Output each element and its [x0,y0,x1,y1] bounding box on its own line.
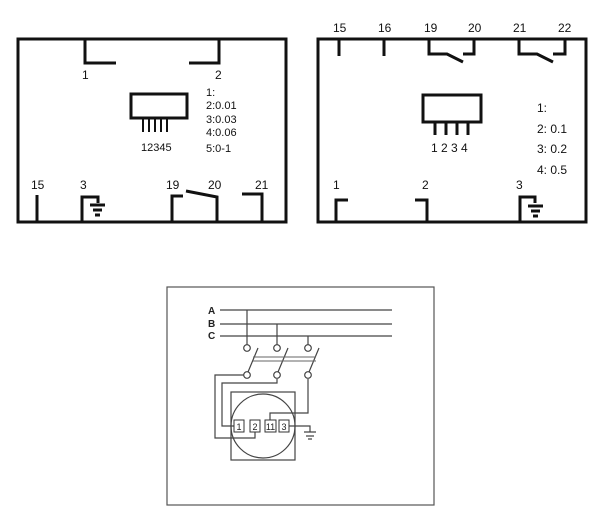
relay-19-contact [170,194,183,222]
terminal-label: 3 [516,178,523,192]
pin-label: 1 2 3 4 [431,141,468,155]
terminal-label: 2 [422,178,429,192]
legend-item: 5:0-1 [206,143,231,155]
terminal-number: 3 [281,422,286,432]
legend-item: 4:0.06 [206,127,237,139]
wire [214,374,256,439]
terminal-label: 20 [468,21,482,35]
relay-switch-icon [185,189,219,222]
phase-drops [246,310,309,345]
terminal-label: 21 [513,21,527,35]
terminal-label: 16 [378,21,392,35]
legend-item: 3: 0.2 [537,142,567,156]
component-pins [433,122,470,135]
wiring-diagram: A B C 1 2 11 [166,286,435,506]
terminal-21-contact [242,192,264,222]
phase-label: C [208,331,215,342]
legend-item: 2:0.01 [206,100,237,112]
ground-icon [90,203,105,217]
left-panel-frame [16,37,288,224]
range-switch-component [421,93,483,124]
meter-terminal: 2 [249,419,261,433]
terminal-number: 11 [266,422,275,432]
relay-switch-icon [427,39,476,64]
terminal-label: 15 [333,21,347,35]
legend-item: 4: 0.5 [537,163,567,177]
terminal-label: 1 [82,68,89,82]
wiring-frame [166,286,435,506]
relay-switch-icon [517,39,567,64]
terminal-label: 22 [558,21,572,35]
pin-label: 12345 [141,142,172,154]
component-pins [142,118,168,132]
legend-item: 1: [537,101,547,115]
terminal-label: 20 [208,178,222,192]
wire [221,379,278,427]
terminal-label: 15 [31,178,45,192]
terminal-label: 21 [255,178,269,192]
terminal-label: 3 [80,178,87,192]
wire [269,379,309,420]
terminal-label: 1 [333,178,340,192]
phase-label: B [208,319,215,330]
terminal-contacts [337,39,386,56]
terminal-1-contact [83,39,116,65]
terminal-1-contact [334,198,348,222]
terminal-label: 19 [166,178,180,192]
ground-icon [304,431,316,440]
terminal-3-contact [518,195,537,222]
left-terminal-panel: 1 2 12345 1: 2:0.01 3:0.03 4:0.06 5:0-1 … [16,37,288,224]
right-terminal-panel: 15 16 19 20 21 22 1 2 3 4 1: 2: 0.1 3: 0… [316,21,588,224]
legend-item: 2: 0.1 [537,122,567,136]
range-switch-component [129,92,189,120]
meter-terminal: 1 [233,419,245,433]
phase-lines [220,309,392,337]
wire [289,425,311,432]
meter-terminal: 11 [264,419,277,433]
terminal-2-contact [415,198,429,222]
meter-terminal: 3 [278,419,290,433]
terminal-label: 2 [215,68,222,82]
legend-item: 1: [206,87,215,99]
terminal-2-contact [189,39,221,65]
terminal-3-contact [80,195,100,222]
phase-label: A [208,306,215,317]
terminal-label: 19 [424,21,438,35]
breaker-icon [243,344,320,379]
ground-icon [528,204,543,218]
right-panel-frame [316,37,588,224]
terminal-number: 2 [252,422,257,432]
legend-item: 3:0.03 [206,114,237,126]
terminal-number: 1 [236,422,241,432]
